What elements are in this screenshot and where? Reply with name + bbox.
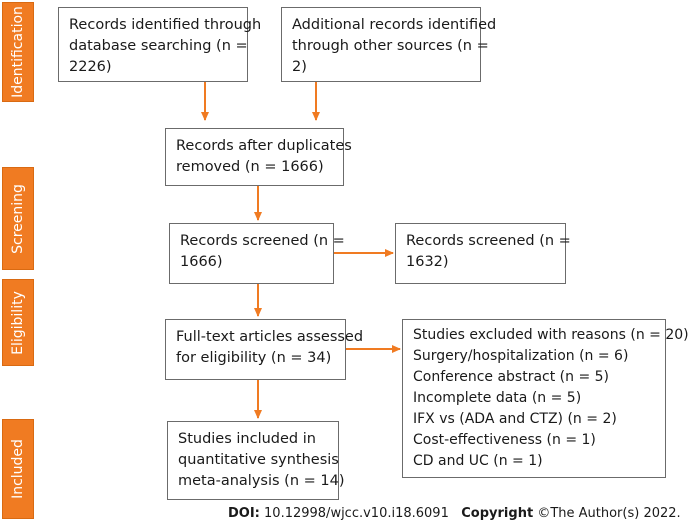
excluded-reasons-header: Studies excluded with reasons (n = 20) (413, 327, 689, 343)
full-text-line-1: Full-text articles assessed (176, 329, 364, 345)
stage-included: Included (2, 419, 34, 519)
additional-records-line-1: Additional records identified (292, 17, 497, 33)
excluded-reason-item: CD and UC (n = 1) (413, 453, 543, 469)
box-records-identified: Records identified through database sear… (58, 7, 262, 82)
excluded-reason-item: Surgery/hospitalization (n = 6) (413, 348, 629, 364)
box-additional-records: Additional records identified through ot… (281, 7, 497, 82)
box-records-screened-excluded: Records screened (n = 1632) (395, 223, 571, 284)
box-records-screened: Records screened (n = 1666) (169, 223, 345, 284)
studies-included-line-3: meta-analysis (n = 14) (178, 473, 345, 489)
records-identified-line-2: database searching (n = (69, 38, 248, 54)
studies-included-line-2: quantitative synthesis (178, 452, 339, 468)
flow-arrows (201, 82, 401, 419)
stage-identification: Identification (2, 2, 34, 102)
records-identified-line-3: 2226) (69, 59, 112, 75)
records-screened-excluded-line-1: Records screened (n = (406, 233, 571, 249)
citation-footer: DOI: 10.12998/wjcc.v10.i18.6091 Copyrigh… (228, 506, 681, 521)
copyright-value: ©The Author(s) 2022. (537, 506, 681, 521)
additional-records-line-3: 2) (292, 59, 307, 75)
excluded-reason-item: Cost-effectiveness (n = 1) (413, 432, 596, 448)
box-after-duplicates: Records after duplicates removed (n = 16… (165, 128, 352, 186)
excluded-reason-item: Conference abstract (n = 5) (413, 369, 610, 385)
box-studies-included: Studies included in quantitative synthes… (167, 421, 345, 500)
records-identified-line-1: Records identified through (69, 17, 262, 33)
box-full-text-assessed: Full-text articles assessed for eligibil… (165, 319, 364, 380)
after-duplicates-line-1: Records after duplicates (176, 138, 352, 154)
doi-value: 10.12998/wjcc.v10.i18.6091 (264, 506, 449, 521)
records-screened-excluded-line-2: 1632) (406, 254, 449, 270)
studies-included-line-1: Studies included in (178, 431, 316, 447)
after-duplicates-line-2: removed (n = 1666) (176, 159, 324, 175)
stage-eligibility: Eligibility (2, 279, 34, 366)
box-excluded-with-reasons: Studies excluded with reasons (n = 20) S… (402, 319, 689, 478)
records-screened-line-2: 1666) (180, 254, 223, 270)
additional-records-line-2: through other sources (n = (292, 38, 489, 54)
records-screened-line-1: Records screened (n = (180, 233, 345, 249)
stage-screening: Screening (2, 167, 34, 270)
doi-label: DOI: (228, 506, 260, 521)
copyright-label: Copyright (461, 506, 534, 521)
excluded-reason-item: IFX vs (ADA and CTZ) (n = 2) (413, 411, 617, 427)
full-text-line-2: for eligibility (n = 34) (176, 350, 332, 366)
excluded-reason-item: Incomplete data (n = 5) (413, 390, 582, 406)
